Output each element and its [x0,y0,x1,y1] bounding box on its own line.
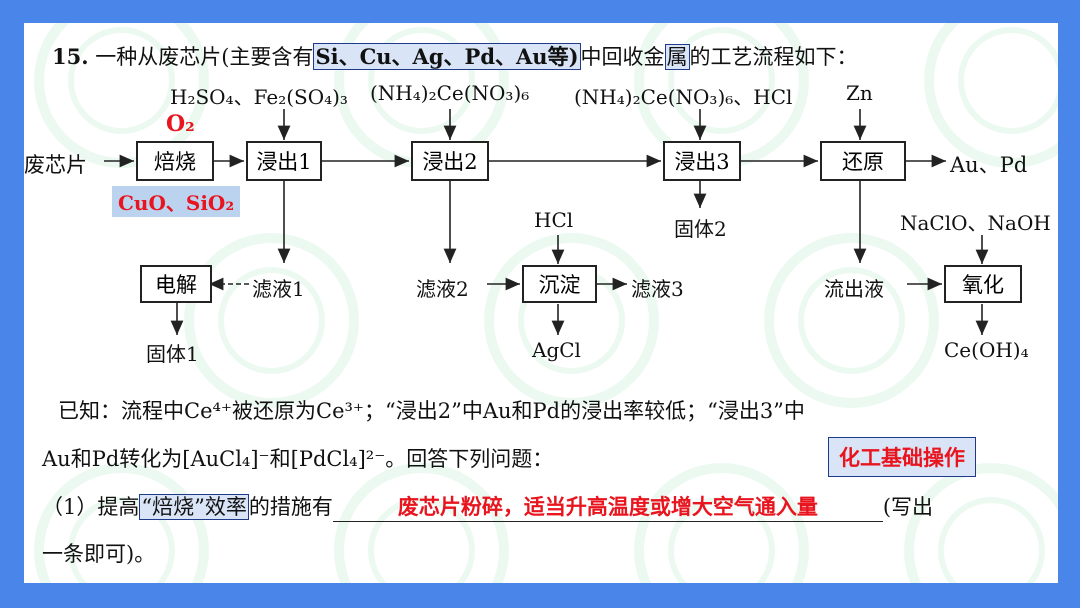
reagent-precip: HCl [534,208,574,232]
reagent-reduce: Zn [846,81,873,105]
watermark-circle [634,463,809,583]
product-ceoh4: Ce(OH)₄ [944,338,1029,362]
title-highlight: 属 [664,44,690,70]
watermark-circle [764,233,939,408]
known-line-1: 已知：流程中Ce⁴⁺被还原为Ce³⁺；“浸出2”中Au和Pd的浸出率较低；“浸出… [58,399,805,423]
product-au-pd: Au、Pd [950,153,1028,177]
known-line-2: Au和Pd转化为[AuCl₄]⁻和[PdCl₄]²⁻。回答下列问题： [42,447,554,471]
q1-highlight: “焙烧”效率 [139,494,249,520]
box-leach2: 浸出2 [411,141,489,181]
product-filtrate1: 滤液1 [252,277,305,301]
product-solid2: 固体2 [674,217,727,241]
product-filtrate3: 滤液3 [631,277,684,301]
o2-annotation: O₂ [166,111,195,137]
box-leach1: 浸出1 [246,141,322,181]
product-solid1: 固体1 [146,342,199,366]
title-mid: 中回收金 [580,45,665,69]
reagent-leach2: (NH₄)₂Ce(NO₃)₆ [370,81,530,105]
title-elements: Si、Cu、Ag、Pd、Au等) [313,43,581,70]
question-1-line2: 一条即可)。 [42,542,156,566]
product-filtrate2: 滤液2 [416,277,469,301]
box-roast: 焙烧 [136,141,214,181]
product-effluent: 流出液 [824,277,884,301]
product-agcl: AgCl [532,338,581,362]
input-label: 废芯片 [24,153,87,177]
watermark-circle [334,463,509,583]
watermark-circle [904,463,1058,583]
watermark-circle [924,23,1058,168]
slide: 15. 一种从废芯片(主要含有Si、Cu、Ag、Pd、Au等)中回收金属的工艺流… [24,23,1058,583]
question-1: （1）提高“焙烧”效率的措施有废芯片粉碎，适当升高温度或增大空气通入量(写出 [42,491,933,522]
watermark-circle [184,233,359,408]
question-number: 15. [52,44,89,69]
box-leach3: 浸出3 [663,141,741,181]
flow-arrows [104,109,989,335]
q1-answer: 废芯片粉碎，适当升高温度或增大空气通入量 [332,491,883,522]
title-pre: 一种从废芯片(主要含有 [95,45,314,69]
q1-mid: 的措施有 [248,495,333,519]
reagent-oxidize: NaClO、NaOH [900,211,1051,235]
box-reduce: 还原 [820,141,906,181]
question-title: 15. 一种从废芯片(主要含有Si、Cu、Ag、Pd、Au等)中回收金属的工艺流… [52,41,858,71]
box-electro: 电解 [140,265,212,303]
topic-tag: 化工基础操作 [828,437,976,477]
title-post: 的工艺流程如下： [689,45,858,69]
q1-post: (写出 [882,495,934,519]
q1-pre: （1）提高 [42,495,140,519]
reagent-leach3: (NH₄)₂Ce(NO₃)₆、HCl [574,85,793,109]
box-oxidize: 氧化 [944,265,1022,303]
box-precip: 沉淀 [522,265,597,303]
reagent-leach1: H₂SO₄、Fe₂(SO₄)₃ [170,85,348,109]
watermark-circle [34,463,209,583]
cuo-sio2-annotation: CuO、SiO₂ [112,186,241,217]
